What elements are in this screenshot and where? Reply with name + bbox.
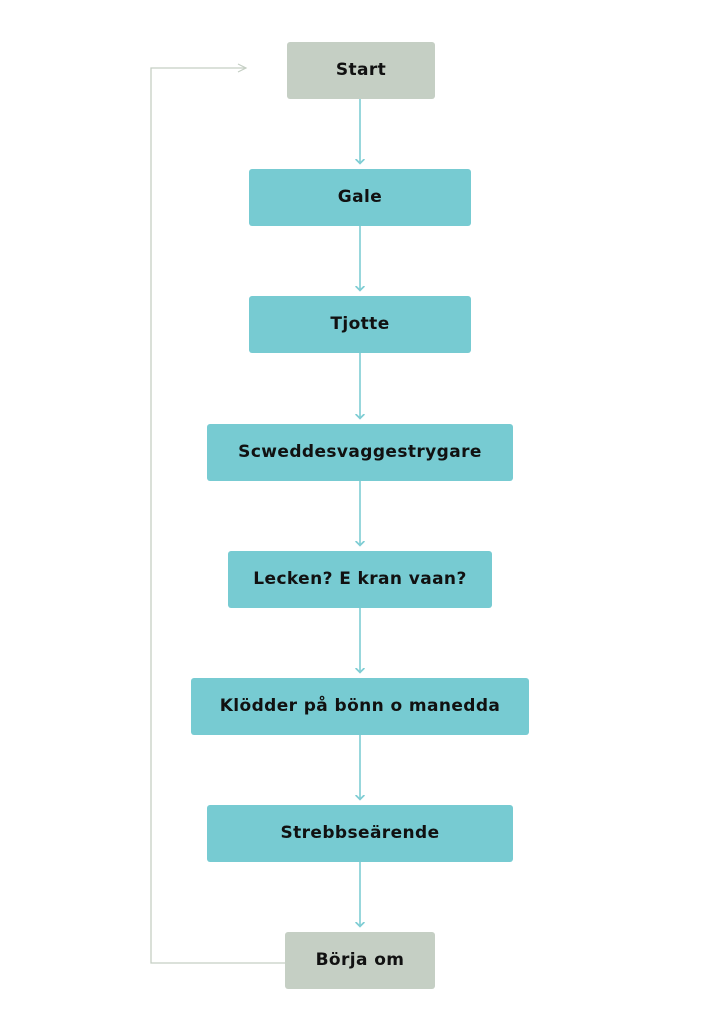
node-lecken-e-kran-vaan-label: Lecken? E kran vaan? <box>253 569 467 590</box>
node-scweddesvaggestrygare-label: Scweddesvaggestrygare <box>238 442 482 463</box>
node-tjotte[interactable]: Tjotte <box>249 296 471 353</box>
node-klodder-pa-bonn-o-manedda[interactable]: Klödder på bönn o manedda <box>191 678 529 735</box>
node-tjotte-label: Tjotte <box>330 314 390 335</box>
node-scweddesvaggestrygare[interactable]: Scweddesvaggestrygare <box>207 424 513 481</box>
node-strebbsearende[interactable]: Strebbseärende <box>207 805 513 862</box>
node-start[interactable]: Start <box>287 42 435 99</box>
node-start-label: Start <box>335 60 387 81</box>
node-borja-om-label: Börja om <box>315 950 405 971</box>
node-gale[interactable]: Gale <box>249 169 471 226</box>
node-gale-label: Gale <box>337 187 383 208</box>
node-klodder-pa-bonn-o-manedda-label: Klödder på bönn o manedda <box>219 696 501 717</box>
node-borja-om[interactable]: Börja om <box>285 932 435 989</box>
node-lecken-e-kran-vaan[interactable]: Lecken? E kran vaan? <box>228 551 492 608</box>
node-strebbsearende-label: Strebbseärende <box>280 823 440 844</box>
